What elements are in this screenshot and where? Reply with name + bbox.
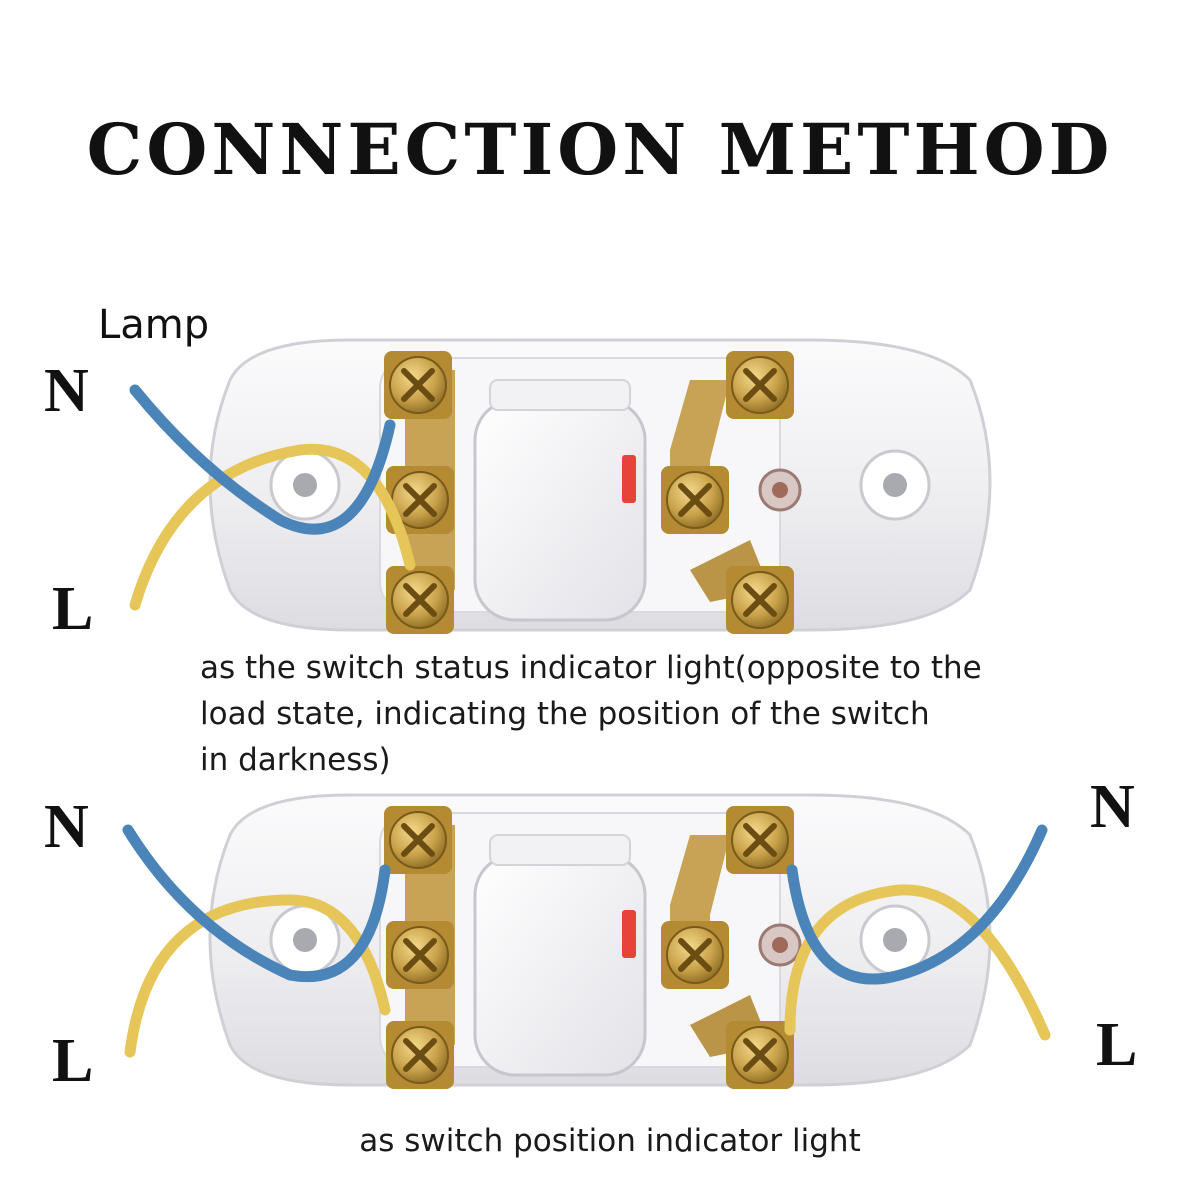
bottom-switch-body	[210, 795, 990, 1089]
top-live-label: L	[52, 575, 94, 643]
bottom-right-live-wire	[784, 884, 1051, 1041]
top-neutral-label: N	[44, 357, 89, 425]
top-caption-line-1: as the switch status indicator light(opp…	[200, 650, 982, 686]
top-caption: as the switch status indicator light(opp…	[200, 645, 982, 783]
top-caption-line-3: in darkness)	[200, 742, 391, 778]
diagram-title: CONNECTION METHOD	[86, 108, 1114, 191]
top-neutral-wire	[129, 384, 396, 535]
top-caption-line-2: load state, indicating the position of t…	[200, 696, 930, 732]
top-switch-body	[210, 340, 990, 634]
bottom-left-neutral-label: N	[44, 793, 89, 861]
bottom-right-neutral-label: N	[1090, 773, 1135, 841]
bottom-right-neutral-wire	[786, 824, 1048, 985]
bottom-right-live-label: L	[1096, 1011, 1138, 1079]
lamp-label: Lamp	[98, 302, 210, 348]
bottom-caption: as switch position indicator light	[359, 1123, 861, 1159]
bottom-left-neutral-wire	[122, 824, 391, 983]
top-live-wire	[129, 443, 416, 611]
bottom-left-live-label: L	[52, 1027, 94, 1095]
